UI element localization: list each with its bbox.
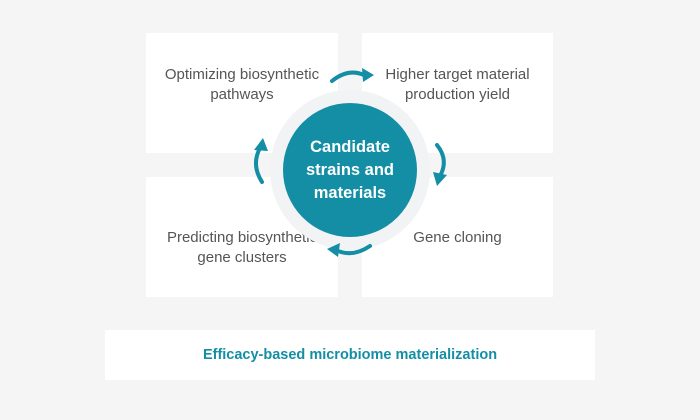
quadrant-label: Gene cloning bbox=[413, 229, 502, 246]
quadrant-label: Higher target material production yield bbox=[385, 66, 530, 103]
arrowhead-icon bbox=[327, 243, 340, 257]
curved-arrow-icon bbox=[334, 244, 372, 256]
footer-banner: Efficacy-based microbiome materializatio… bbox=[105, 330, 595, 380]
center-node: Candidate strains and materials bbox=[283, 103, 417, 237]
quadrant-label: Predicting biosynthetic gene clusters bbox=[166, 229, 318, 266]
arrowhead-icon bbox=[433, 172, 447, 186]
quadrant-optimizing-pathways: Optimizing biosynthetic pathways bbox=[146, 33, 338, 153]
arrowhead-icon bbox=[254, 138, 268, 151]
curved-arrow-icon bbox=[330, 70, 366, 83]
curved-arrow-icon bbox=[435, 143, 446, 178]
curved-arrow-icon bbox=[254, 146, 264, 184]
quadrant-label: Optimizing biosynthetic pathways bbox=[164, 66, 320, 103]
center-label: Candidate strains and materials bbox=[305, 137, 395, 202]
arrowhead-icon bbox=[362, 68, 374, 82]
footer-label: Efficacy-based microbiome materializatio… bbox=[202, 347, 498, 363]
